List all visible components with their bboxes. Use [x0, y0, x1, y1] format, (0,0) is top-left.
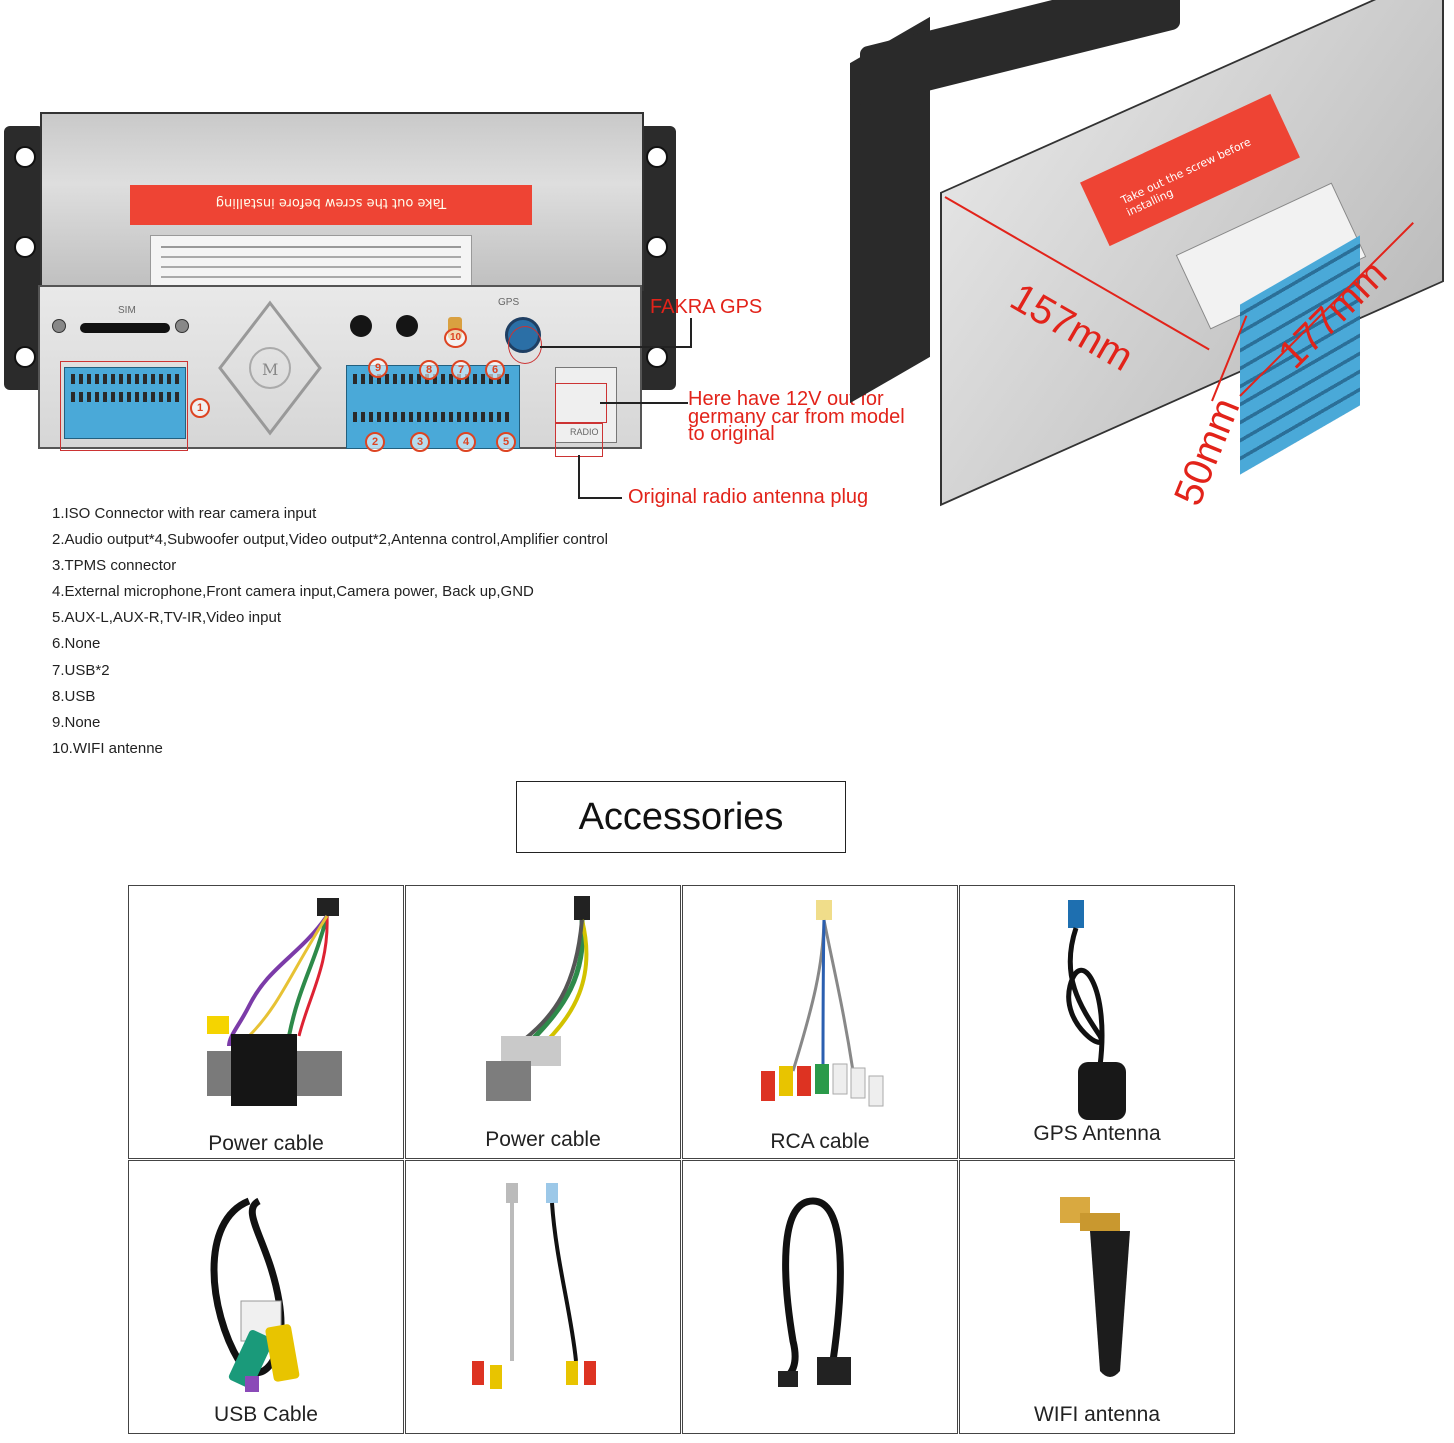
port-item: 9.None [52, 713, 101, 731]
logo-emblem-icon: M [218, 300, 322, 436]
iso-connector [64, 367, 186, 439]
accessory-label: Power cable [208, 1132, 324, 1155]
accessory-label: RCA cable [770, 1130, 870, 1153]
accessory-label: Power cable [485, 1128, 601, 1151]
accessory-power-cable-1: Power cable [128, 885, 404, 1159]
accessories-grid: Power cable Power cable [128, 885, 1238, 1437]
port-item: 3.TPMS connector [52, 557, 177, 575]
power-cable-icon [486, 896, 590, 1101]
port-item: 2.Audio output*4,Subwoofer output,Video … [52, 531, 608, 549]
port-number-1: 1 [190, 398, 210, 418]
port-number-6: 6 [485, 360, 505, 380]
fakra-gps-callout: FAKRA GPS [650, 296, 763, 318]
usb-cable-icon [210, 1197, 300, 1392]
gps-antenna-icon [1066, 900, 1126, 1120]
port-number-8: 8 [419, 360, 439, 380]
radio-antenna-highlight [555, 423, 603, 457]
iso-connector-highlight [60, 361, 188, 451]
rear-panel-face: SIM M GPS RADIO [38, 285, 642, 451]
rear-panel-illustration: Take out the screw before installing SIM… [0, 100, 692, 499]
gps-label: GPS [498, 297, 520, 308]
height-dimension-label: 50mm [1166, 391, 1249, 512]
port-item: 8.USB [52, 687, 96, 705]
accessory-wifi-antenna: WIFI antenna [959, 1160, 1235, 1434]
accessory-rca-splitter [405, 1160, 681, 1434]
accessories-heading-box: Accessories [516, 781, 846, 853]
accessory-power-cable-2: Power cable [405, 885, 681, 1159]
accessory-label: GPS Antenna [1033, 1122, 1161, 1145]
twelve-volt-callout-line-1: Here have 12V out for [688, 388, 884, 410]
warning-sticker: Take out the screw before installing [130, 185, 532, 225]
accessory-label: USB Cable [214, 1403, 318, 1426]
port-item: 5.AUX-L,AUX-R,TV-IR,Video input [52, 609, 281, 627]
svg-text:M: M [262, 360, 278, 379]
rca-splitter-icon [472, 1183, 596, 1389]
port-item: 6.None [52, 635, 101, 653]
port-description-list: 1.ISO Connector with rear camera input 2… [52, 501, 608, 762]
accessories-title: Accessories [578, 795, 784, 838]
accessory-usb-cable: USB Cable [128, 1160, 404, 1434]
port-item: 1.ISO Connector with rear camera input [52, 505, 317, 522]
wifi-antenna-icon [1060, 1197, 1130, 1377]
accessory-gps-antenna: GPS Antenna [959, 885, 1235, 1159]
port-item: 4.External microphone,Front camera input… [52, 583, 534, 601]
usb-extension-icon [778, 1197, 851, 1387]
isometric-unit-illustration: Take out the screw before installing 157… [840, 0, 1454, 511]
port-number-3: 3 [410, 432, 430, 452]
mounting-bracket-left [4, 126, 44, 390]
twelve-volt-callout-line-2: germany car from model [688, 406, 905, 428]
power-cable-icon [207, 898, 342, 1106]
radio-antenna-callout: Original radio antenna plug [628, 486, 869, 508]
port-number-10: 10 [444, 328, 467, 348]
port-item: 10.WIFI antenne [52, 739, 163, 757]
accessory-label: WIFI antenna [1033, 1403, 1161, 1426]
accessory-usb-extension [682, 1160, 958, 1434]
sim-slot [80, 323, 170, 333]
port-number-4: 4 [456, 432, 476, 452]
port-number-5: 5 [496, 432, 516, 452]
radio-label: RADIO [570, 427, 599, 437]
twelve-volt-callout-line-3: to original [688, 423, 775, 445]
top-bezel [860, 0, 1180, 108]
port-number-7: 7 [451, 360, 471, 380]
port-number-2: 2 [365, 432, 385, 452]
accessory-rca-cable: RCA cable [682, 885, 958, 1159]
rca-cable-icon [761, 900, 884, 1107]
fakra-gps-highlight [508, 326, 542, 364]
spec-label-plate [150, 235, 472, 292]
sim-label: SIM [118, 305, 136, 316]
port-item: 7.USB*2 [52, 661, 110, 679]
port-number-9: 9 [368, 358, 388, 378]
